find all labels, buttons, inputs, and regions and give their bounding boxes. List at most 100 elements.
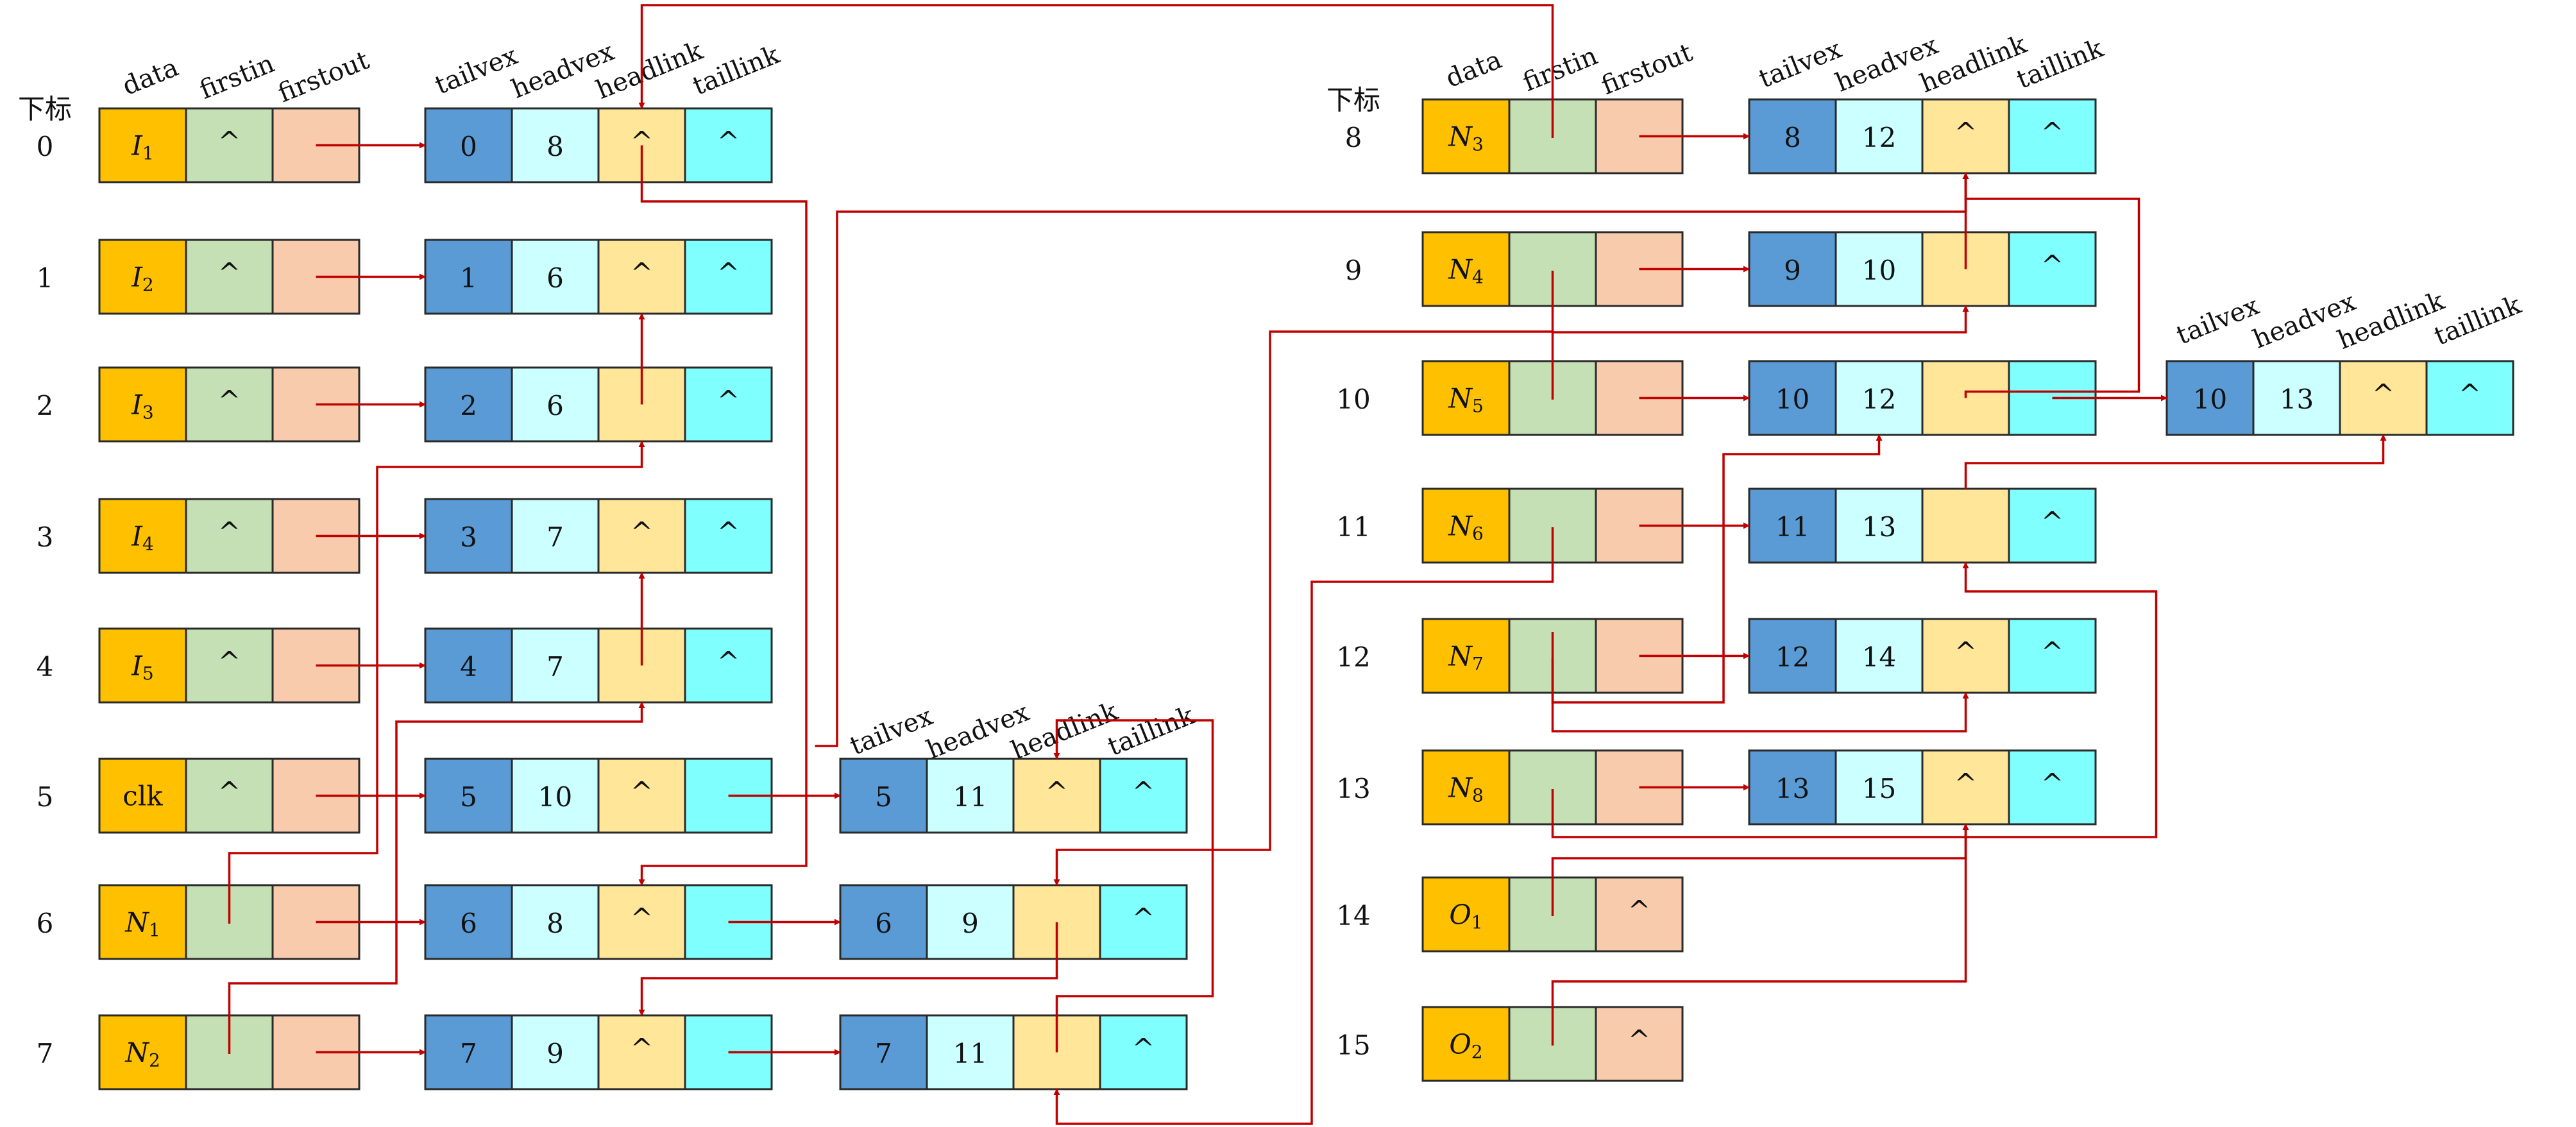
vertex-data-cell [98,758,187,834]
vertex-data-text: N7 [1448,640,1484,674]
taillink-null-text: ^ [1132,776,1155,808]
vertex-data-text: I1 [131,130,153,164]
arc-headvex-text: 12 [1862,122,1896,153]
arc-headvex-cell [1835,231,1924,307]
arc-tailvex-cell [424,1014,513,1090]
arc-headlink-cell [1921,487,2010,564]
arc-tailvex-cell [424,884,513,960]
vertex-data-text: I5 [131,650,153,684]
taillink-null-text: ^ [2041,117,2063,148]
firstin-link [1551,562,2158,838]
arc-headvex-cell [1835,360,1924,436]
arc-tailvex-cell [1748,231,1837,307]
vertex-field-header: firstout [1597,38,1697,101]
vertex-data-cell [98,107,187,183]
vertex-data-cell [1421,749,1511,826]
firstin-null-text: ^ [218,776,241,808]
arc-taillink-cell [684,107,773,183]
taillink-null-text: ^ [717,126,740,157]
arc-tailvex-text: 0 [460,131,477,162]
taillink-null-text: ^ [2041,636,2063,668]
arc-headvex-cell [926,758,1015,834]
arc-tailvex-text: 10 [2193,384,2227,415]
taillink-null-text: ^ [2459,378,2481,410]
vertex-index-label: 6 [37,908,54,939]
vertex-data-cell [98,1014,187,1090]
index-header: 下标 [1326,85,1380,116]
vertex-index-label: 1 [37,262,54,294]
arc-tailvex-cell [424,107,513,183]
vertex-field-header: firstin [1519,41,1602,97]
arc-headvex-cell [511,758,600,834]
arc-headlink-cell [597,758,686,834]
headlink-null-text: ^ [631,1033,653,1064]
headlink-null-text: ^ [631,776,653,808]
vertex-data-text: N2 [124,1037,160,1071]
headlink-link [1053,719,1214,1053]
arc-headvex-cell [511,239,600,315]
vertex-index-label: 13 [1336,773,1370,804]
vertex-index-label: 2 [37,390,54,421]
arc-taillink-cell [1099,758,1188,834]
headlink-null-text: ^ [1954,636,1977,668]
arc-headvex-cell [1835,487,1924,564]
arc-field-header: taillink [1103,700,1199,762]
vertex-index-label: 12 [1336,641,1370,673]
arc-headvex-text: 8 [547,908,564,939]
arc-headvex-cell [1835,749,1924,826]
link-arrows [228,4,2387,1125]
arc-headvex-cell [511,627,600,704]
arc-taillink-cell [684,366,773,443]
vertex-data-text: clk [123,780,163,811]
arc-headvex-text: 6 [547,390,564,421]
vertex-firstout-cell [1595,876,1684,953]
arc-headvex-cell [511,366,600,443]
firstin-link [1551,632,1969,733]
arc-tailvex-text: 7 [875,1038,892,1069]
headlink-null-text: ^ [631,902,653,934]
firstin-link [228,441,645,924]
vertex-index-label: 10 [1336,384,1370,415]
taillink-null-text: ^ [1132,1033,1155,1064]
headlink-link [638,922,1058,1016]
arc-tailvex-cell [424,758,513,834]
arc-tailvex-cell [2165,360,2255,436]
arc-headvex-text: 7 [547,521,564,553]
arc-headvex-text: 11 [953,1038,987,1069]
headlink-null-text: ^ [1954,117,1977,148]
arc-headvex-cell [511,884,600,960]
vertex-data-text: N5 [1448,382,1484,416]
arc-field-header: tailvex [846,701,937,761]
headlink-null-text: ^ [631,257,653,289]
vertex-data-text: N4 [1448,253,1484,287]
arc-taillink-cell [2425,360,2514,436]
arc-field-header: taillink [2012,33,2108,95]
vertex-data-text: N3 [1448,121,1484,155]
arc-headvex-text: 8 [547,131,564,162]
arc-field-header: tailvex [1755,34,1846,94]
vertex-data-text: N8 [1448,772,1484,806]
firstin-link [1053,271,1554,886]
taillink-null-text: ^ [717,385,740,416]
arc-taillink-cell [2008,98,2097,174]
headlink-link [1964,434,2387,489]
arc-headlink-cell [1921,618,2010,694]
arc-headvex-cell [1835,618,1924,694]
arc-headlink-cell [1921,749,2010,826]
vertex-firstin-cell [185,366,274,443]
headlink-null-text: ^ [631,516,653,548]
